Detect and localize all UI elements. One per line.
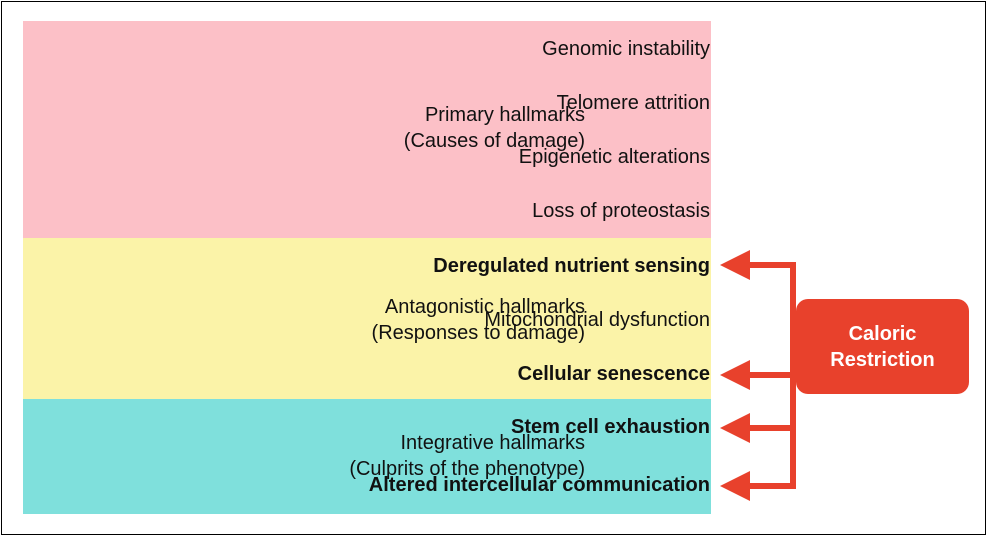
primary-hallmarks-subtitle: (Causes of damage)	[403, 130, 585, 152]
hallmark-genomic-instability: Genomic instability	[542, 38, 710, 60]
hallmark-deregulated-nutrient-sensing: Deregulated nutrient sensing	[433, 255, 710, 277]
hallmark-stem-cell-exhaustion: Stem cell exhaustion	[511, 416, 710, 438]
hallmark-loss-of-proteostasis: Loss of proteostasis	[532, 200, 710, 222]
primary-hallmarks-title: Primary hallmarks	[424, 104, 585, 126]
arrow-to-stem-cell-exhaustion	[720, 413, 796, 443]
antagonistic-hallmarks-subtitle: (Responses to damage)	[371, 322, 585, 344]
integrative-hallmarks-label: Integrative hallmarks (Culprits of the p…	[349, 430, 585, 482]
caloric-restriction-line2: Restriction	[830, 348, 935, 371]
integrative-hallmarks-band	[23, 399, 711, 514]
arrow-to-cellular-senescence	[720, 360, 796, 390]
integrative-hallmarks-subtitle: (Culprits of the phenotype)	[349, 458, 585, 480]
hallmark-altered-intercellular-communication: Altered intercellular communication	[368, 474, 710, 496]
antagonistic-hallmarks-band	[23, 238, 711, 399]
arrow-to-deregulated-nutrient-sensing	[720, 250, 796, 280]
antagonistic-hallmarks-label: Antagonistic hallmarks (Responses to dam…	[372, 294, 585, 346]
primary-hallmarks-label: Primary hallmarks (Causes of damage)	[404, 102, 585, 154]
antagonistic-hallmarks-title: Antagonistic hallmarks	[384, 296, 585, 318]
hallmark-mitochondrial-dysfunction: Mitochondrial dysfunction	[484, 309, 710, 331]
integrative-hallmarks-title: Integrative hallmarks	[400, 432, 585, 454]
caloric-restriction-box: Caloric Restriction	[796, 299, 969, 394]
hallmark-telomere-attrition: Telomere attrition	[556, 92, 710, 114]
caloric-restriction-line1: Caloric	[848, 322, 917, 345]
arrow-to-altered-intercellular-communication	[720, 471, 796, 501]
hallmark-epigenetic-alterations: Epigenetic alterations	[518, 146, 710, 168]
hallmark-cellular-senescence: Cellular senescence	[517, 363, 710, 385]
primary-hallmarks-band	[23, 21, 711, 238]
